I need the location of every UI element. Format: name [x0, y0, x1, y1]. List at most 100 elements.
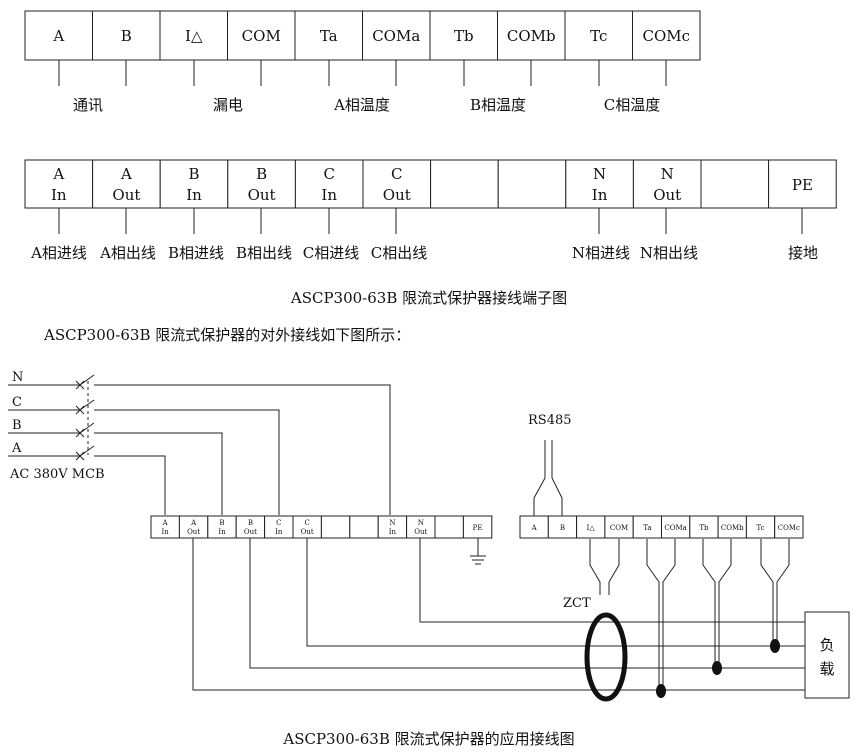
top-cell: [159, 10, 228, 61]
mid-cell-line2: Out: [653, 186, 681, 204]
mid-cell: [632, 159, 702, 209]
top-label-a-temp: A相温度: [333, 96, 390, 114]
temp-sensor-c: [760, 539, 790, 643]
block-cell-line2: In: [162, 528, 170, 536]
mid-cell: [565, 159, 634, 209]
top-cell-label: B: [121, 27, 132, 45]
mid-cell-line2: In: [51, 186, 67, 204]
mid-label-n-in: N相进线: [572, 244, 630, 262]
load-box: [804, 611, 850, 699]
signal-cell-label: COM: [610, 524, 628, 532]
mid-cell: [700, 159, 770, 209]
supply-label: AC 380V MCB: [9, 467, 105, 482]
block-cell-line2: Out: [244, 528, 257, 536]
mid-cell: [768, 159, 837, 209]
block-cell-line1: N: [418, 519, 424, 527]
block-cell-line1: A: [162, 519, 169, 527]
load-label-1: 负: [819, 636, 834, 654]
signal-cell-label: Tb: [699, 524, 709, 532]
block-cell-line1: A: [190, 519, 197, 527]
zct-ring: [584, 612, 628, 702]
block-cell: [349, 515, 379, 539]
rs485-cable: [533, 440, 563, 516]
mid-label-n-out: N相出线: [640, 244, 698, 262]
mid-label-a-out: A相出线: [99, 244, 156, 262]
block-cell-line1: B: [219, 519, 224, 527]
top-cell: [632, 10, 701, 61]
mid-cell: [227, 159, 296, 209]
mid-cell-line2: Out: [112, 186, 140, 204]
zct-leads: [589, 539, 620, 595]
signal-cell-label: I△: [587, 524, 596, 532]
signal-cell-label: COMb: [721, 524, 744, 532]
load-label-2: 载: [819, 660, 834, 678]
caption-terminal: ASCP300-63B 限流式保护器接线端子图: [290, 289, 567, 307]
top-label-b-temp: B相温度: [470, 96, 526, 114]
block-cell-line2: In: [389, 528, 397, 536]
temp-sensor-b-probe: [712, 661, 722, 675]
top-cell-label: A: [52, 27, 64, 45]
top-label-leakage: 漏电: [213, 96, 243, 114]
signal-cell-label: A: [531, 524, 538, 532]
mid-cell: [92, 159, 161, 209]
temp-sensor-c-probe: [770, 639, 780, 653]
block-cell-line2: Out: [301, 528, 314, 536]
top-cell-label: COMa: [372, 27, 420, 45]
phase-b-label: B: [12, 418, 22, 433]
mid-cell-line1: A: [120, 165, 132, 183]
block-cell-line1: B: [248, 519, 253, 527]
mid-cell-line1: C: [323, 165, 334, 183]
mid-cell-line1: N: [593, 165, 606, 183]
mid-cell: [430, 159, 499, 209]
temp-sensor-a-probe: [656, 684, 666, 698]
mid-cell-line1: B: [188, 165, 199, 183]
mid-label-b-in: B相进线: [168, 244, 224, 262]
mcb-switch: [75, 374, 95, 461]
top-cell-label: COMb: [507, 27, 556, 45]
rs485-label: RS485: [528, 413, 572, 428]
top-cell: [24, 10, 93, 61]
mid-label-c-in: C相进线: [303, 244, 359, 262]
top-cell-label: COM: [242, 27, 281, 45]
caption-wiring: ASCP300-63B 限流式保护器的应用接线图: [282, 730, 574, 748]
protector-terminal-block-signal: A B I△ COM Ta COMa Tb COMb Tc COMc: [519, 515, 804, 539]
block-cell: [434, 515, 464, 539]
zct-label: ZCT: [563, 596, 591, 611]
block-cell-line1: PE: [473, 524, 483, 532]
signal-cell-label: Tc: [757, 524, 765, 532]
mid-label-a-in: A相进线: [30, 244, 87, 262]
top-cell-label: Tc: [590, 27, 607, 45]
top-cell-label: Ta: [320, 27, 338, 45]
phase-c-label: C: [12, 395, 22, 410]
block-cell-line2: Out: [414, 528, 427, 536]
signal-cell-label: COMa: [664, 524, 686, 532]
mid-cell-line2: In: [186, 186, 202, 204]
block-cell-line1: C: [276, 519, 281, 527]
mid-cell: [159, 159, 229, 209]
mid-cell: [294, 159, 364, 209]
mid-cell: [362, 159, 432, 209]
top-cell-label: I△: [185, 27, 203, 45]
block-cell-line1: C: [305, 519, 310, 527]
phase-a-label: A: [11, 441, 22, 456]
mid-cell-line1: C: [391, 165, 402, 183]
phase-n-label: N: [12, 370, 23, 385]
mid-cell: [497, 159, 567, 209]
mid-cell-line1: A: [52, 165, 64, 183]
mid-cell-line1: N: [661, 165, 674, 183]
mid-cell-line2: Out: [248, 186, 276, 204]
mid-cell-line1: B: [256, 165, 267, 183]
signal-cell-label: COMc: [778, 524, 800, 532]
signal-cell-label: B: [560, 524, 565, 532]
top-label-c-temp: C相温度: [604, 96, 660, 114]
wiring-section: N C B A AC 380V MCB: [8, 370, 850, 702]
block-cell: [320, 515, 351, 539]
top-cell-label: COMc: [642, 27, 690, 45]
intro-text: ASCP300-63B 限流式保护器的对外接线如下图所示：: [43, 326, 410, 344]
signal-cell-label: Ta: [643, 524, 651, 532]
mid-label-b-out: B相出线: [236, 244, 292, 262]
block-cell-line1: N: [389, 519, 395, 527]
